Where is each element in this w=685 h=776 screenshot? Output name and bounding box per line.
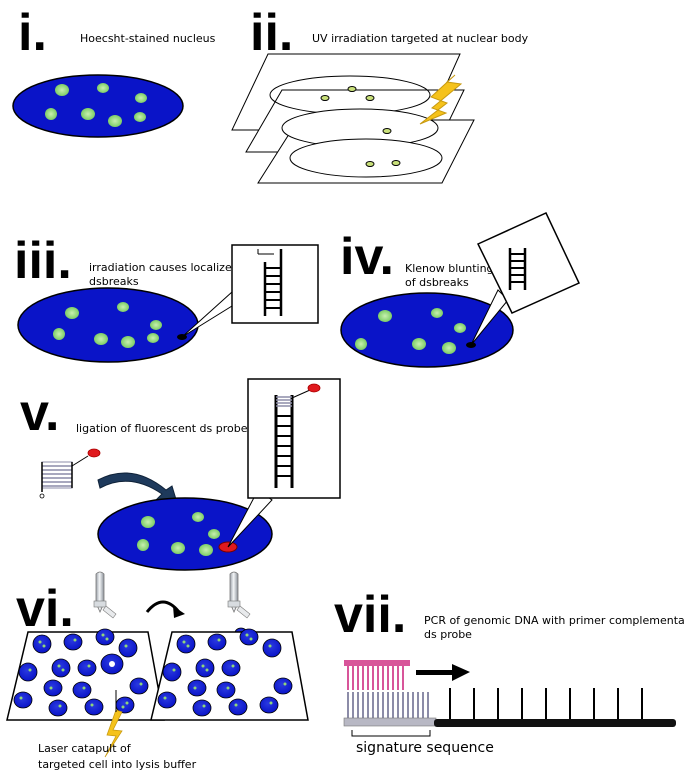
target-marker [109, 661, 115, 667]
callout-box [470, 212, 581, 346]
tube-icon [93, 571, 117, 619]
panel-iv-numeral: iv. [340, 228, 394, 286]
panel-i: i. Hoecsht-stained nucleus [12, 4, 216, 138]
lightning-bolt-icon [419, 74, 463, 125]
panel-iv: iv. Klenow blunting of dsbreaks [340, 212, 581, 368]
panel-v-caption: ligation of fluorescent ds probe [76, 422, 248, 435]
callout-box [227, 378, 341, 548]
dna-ladder-icon [274, 383, 321, 488]
nucleus [17, 287, 199, 363]
signature-bracket [351, 730, 431, 737]
panel-iii-numeral: iii. [14, 232, 72, 290]
primer [344, 660, 410, 690]
slide-left [6, 628, 165, 758]
panel-v-numeral: v. [20, 384, 60, 442]
nucleus [340, 292, 514, 368]
panel-i-numeral: i. [18, 4, 47, 62]
confocal-stack [231, 53, 475, 184]
arrow-head [173, 606, 185, 618]
nuclear-bodies-stack [320, 86, 401, 167]
panel-iv-caption-line2: of dsbreaks [405, 276, 469, 289]
dna-ladder-icon [257, 249, 283, 316]
panel-vi-numeral: vi. [16, 580, 74, 638]
panel-iv-caption-line1: Klenow blunting [405, 262, 494, 275]
panel-iii-caption-line1: irradiation causes localized [89, 261, 239, 274]
cells [13, 628, 149, 717]
panel-vii-caption-line2: ds probe [424, 628, 472, 641]
dna-ladder-icon [508, 248, 527, 290]
panel-i-caption: Hoecsht-stained nucleus [80, 32, 216, 45]
panel-vii-numeral: vii. [334, 586, 406, 644]
right-arrow-icon [416, 664, 470, 681]
lightning-bolt-icon [104, 709, 123, 758]
panel-vi-caption-line1: Laser catapult of [38, 742, 132, 755]
tube-icon [227, 571, 251, 639]
panel-iii-caption-line2: dsbreaks [89, 275, 139, 288]
signature-sequence-label: signature sequence [356, 740, 494, 756]
panel-vii-caption-line1: PCR of genomic DNA with primer complemen… [424, 614, 685, 627]
panel-v: v. ligation of fluorescent ds probe [20, 378, 341, 571]
probe-strand [343, 692, 437, 727]
slide-right [150, 628, 309, 721]
nucleus [12, 74, 184, 138]
panel-ii-numeral: ii. [250, 4, 293, 62]
panel-vi: vi. [6, 571, 309, 771]
nucleus [97, 497, 273, 571]
curved-arrow-icon [97, 472, 179, 507]
genomic-strand [434, 688, 676, 727]
panel-vii: vii. PCR of genomic DNA with primer comp… [334, 586, 685, 756]
panel-iii: iii. irradiation causes localized dsbrea… [14, 232, 319, 363]
panel-ii: ii. UV irradiation targeted at nuclear b… [231, 4, 529, 184]
panel-ii-caption: UV irradiation targeted at nuclear body [312, 32, 529, 45]
panel-vi-caption-line2: targeted cell into lysis buffer [38, 758, 197, 771]
ds-probe-icon [39, 448, 101, 499]
callout-box [181, 244, 319, 338]
